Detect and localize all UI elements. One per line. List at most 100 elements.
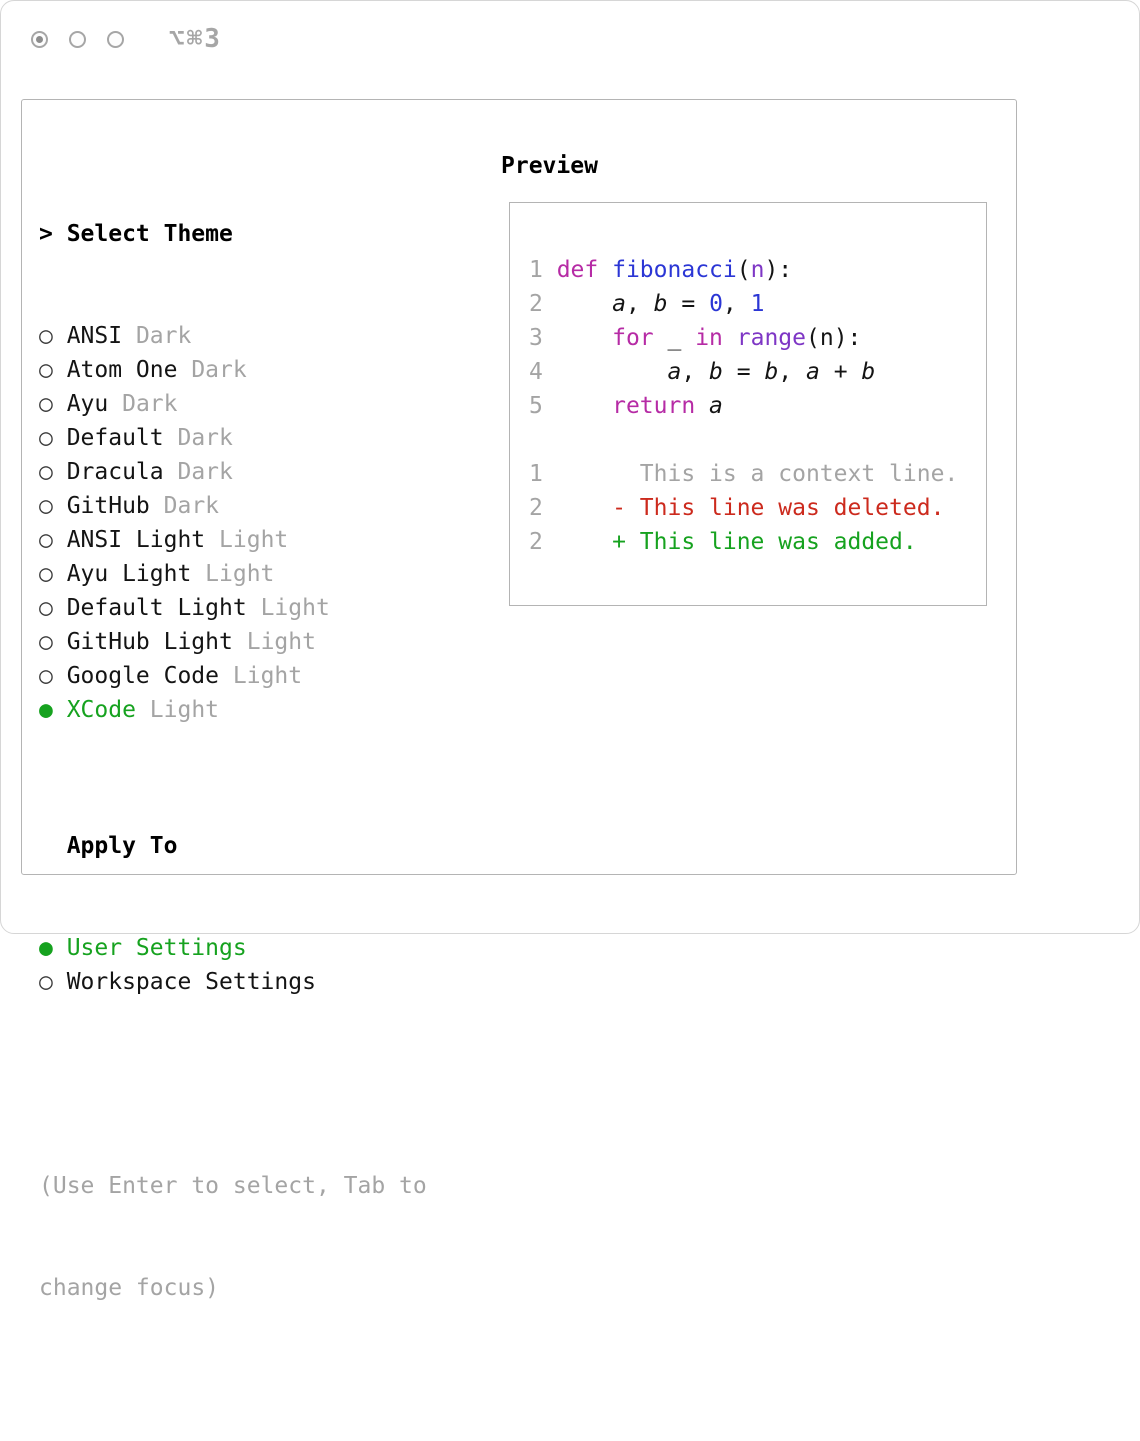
radio-unselected-icon: ○ (39, 557, 67, 591)
line-number: 2 (529, 525, 543, 559)
option-variant-label: Dark (177, 425, 232, 451)
radio-unselected-icon: ○ (39, 965, 67, 999)
radio-unselected-icon: ○ (39, 421, 67, 455)
option-variant-label: Light (219, 527, 288, 553)
window-titlebar: ⌥⌘3 (31, 30, 222, 48)
line-number: 1 (529, 253, 543, 287)
apply-to-header: Apply To (67, 829, 427, 863)
code-token: - This line was deleted. (543, 495, 945, 521)
option-variant-label: Dark (164, 493, 219, 519)
option-label: Dracula (67, 459, 164, 485)
theme-option[interactable]: ○Ayu Dark (39, 387, 427, 421)
option-variant-label: Dark (136, 323, 191, 349)
theme-option[interactable]: ○Ayu Light Light (39, 557, 427, 591)
code-token (543, 325, 612, 351)
traffic-light-active-icon[interactable] (31, 31, 48, 48)
option-label: Atom One (67, 357, 178, 383)
radio-unselected-icon: ○ (39, 387, 67, 421)
radio-selected-icon: ● (39, 693, 67, 727)
option-label: GitHub (67, 493, 150, 519)
code-token: _ (654, 325, 696, 351)
theme-option[interactable]: ○ANSI Dark (39, 319, 427, 353)
preview-column: Preview 1 def fibonacci(n):2 a, b = 0, 1… (501, 149, 987, 606)
keyboard-shortcut-label: ⌥⌘3 (169, 30, 222, 48)
code-token: a (806, 359, 820, 385)
code-token: ): (764, 257, 792, 283)
code-token: b (654, 291, 668, 317)
radio-unselected-icon: ○ (39, 319, 67, 353)
diff-added-line: 2 + This line was added. (529, 525, 986, 559)
theme-option[interactable]: ○Default Light Light (39, 591, 427, 625)
radio-selected-icon: ● (39, 931, 67, 965)
option-variant-label: Light (150, 697, 219, 723)
theme-option[interactable]: ○GitHub Dark (39, 489, 427, 523)
theme-option[interactable]: ○Default Dark (39, 421, 427, 455)
app-window: ⌥⌘3 >Select Theme ○ANSI Dark○Atom One Da… (0, 0, 1140, 934)
code-token: 1 (751, 291, 765, 317)
radio-unselected-icon: ○ (39, 353, 67, 387)
code-token: 0 (709, 291, 723, 317)
code-line: 3 for _ in range(n): (529, 321, 986, 355)
apply-options-list: ●User Settings○Workspace Settings (39, 931, 427, 999)
hint-line-2: change focus) (39, 1271, 427, 1305)
line-number: 4 (529, 355, 543, 389)
theme-option[interactable]: ○GitHub Light Light (39, 625, 427, 659)
code-token (723, 325, 737, 351)
code-token: + (820, 359, 862, 385)
radio-unselected-icon: ○ (39, 523, 67, 557)
option-label: ANSI (67, 323, 122, 349)
option-label: ANSI Light (67, 527, 205, 553)
theme-options-list: ○ANSI Dark○Atom One Dark○Ayu Dark○Defaul… (39, 319, 427, 727)
line-number (529, 423, 543, 457)
diff-deleted-line: 2 - This line was deleted. (529, 491, 986, 525)
code-line: 1 def fibonacci(n): (529, 253, 986, 287)
code-token: , (723, 291, 751, 317)
traffic-light-icon[interactable] (69, 31, 86, 48)
code-token: = (723, 359, 765, 385)
code-token: return (612, 393, 695, 419)
diff-context-line: 1 This is a context line. (529, 457, 986, 491)
option-label: User Settings (67, 935, 247, 961)
code-token: in (695, 325, 723, 351)
line-number: 2 (529, 287, 543, 321)
code-token: range (737, 325, 806, 351)
radio-unselected-icon: ○ (39, 659, 67, 693)
theme-option[interactable]: ○Atom One Dark (39, 353, 427, 387)
hint-line-1: (Use Enter to select, Tab to (39, 1169, 427, 1203)
apply-option[interactable]: ●User Settings (39, 931, 427, 965)
theme-selector-column: >Select Theme ○ANSI Dark○Atom One Dark○A… (39, 149, 427, 1441)
code-token (543, 257, 557, 283)
focus-caret-icon: > (39, 217, 67, 251)
code-token: b (709, 359, 723, 385)
code-token: for (612, 325, 654, 351)
theme-picker-panel: >Select Theme ○ANSI Dark○Atom One Dark○A… (21, 99, 1017, 875)
theme-option[interactable]: ○ANSI Light Light (39, 523, 427, 557)
line-number: 1 (529, 457, 543, 491)
code-token: , (778, 359, 806, 385)
option-variant-label: Dark (191, 357, 246, 383)
option-variant-label: Dark (122, 391, 177, 417)
option-variant-label: Light (233, 663, 302, 689)
code-token (543, 359, 668, 385)
code-line: 5 return a (529, 389, 986, 423)
line-number: 2 (529, 491, 543, 525)
code-token: fibonacci (612, 257, 737, 283)
traffic-light-icon[interactable] (107, 31, 124, 48)
select-theme-title: Select Theme (67, 221, 233, 247)
code-token: b (861, 359, 875, 385)
option-label: Default Light (67, 595, 247, 621)
line-number: 5 (529, 389, 543, 423)
code-line: 2 a, b = 0, 1 (529, 287, 986, 321)
code-token: (n): (806, 325, 861, 351)
theme-option[interactable]: ●XCode Light (39, 693, 427, 727)
theme-option[interactable]: ○Google Code Light (39, 659, 427, 693)
hint-text: (Use Enter to select, Tab to change focu… (39, 1101, 427, 1373)
option-label: Google Code (67, 663, 219, 689)
option-label: XCode (67, 697, 136, 723)
theme-option[interactable]: ○Dracula Dark (39, 455, 427, 489)
code-token: = (668, 291, 710, 317)
code-token: b (764, 359, 778, 385)
code-token: a (709, 393, 723, 419)
apply-option[interactable]: ○Workspace Settings (39, 965, 427, 999)
code-token (543, 393, 612, 419)
